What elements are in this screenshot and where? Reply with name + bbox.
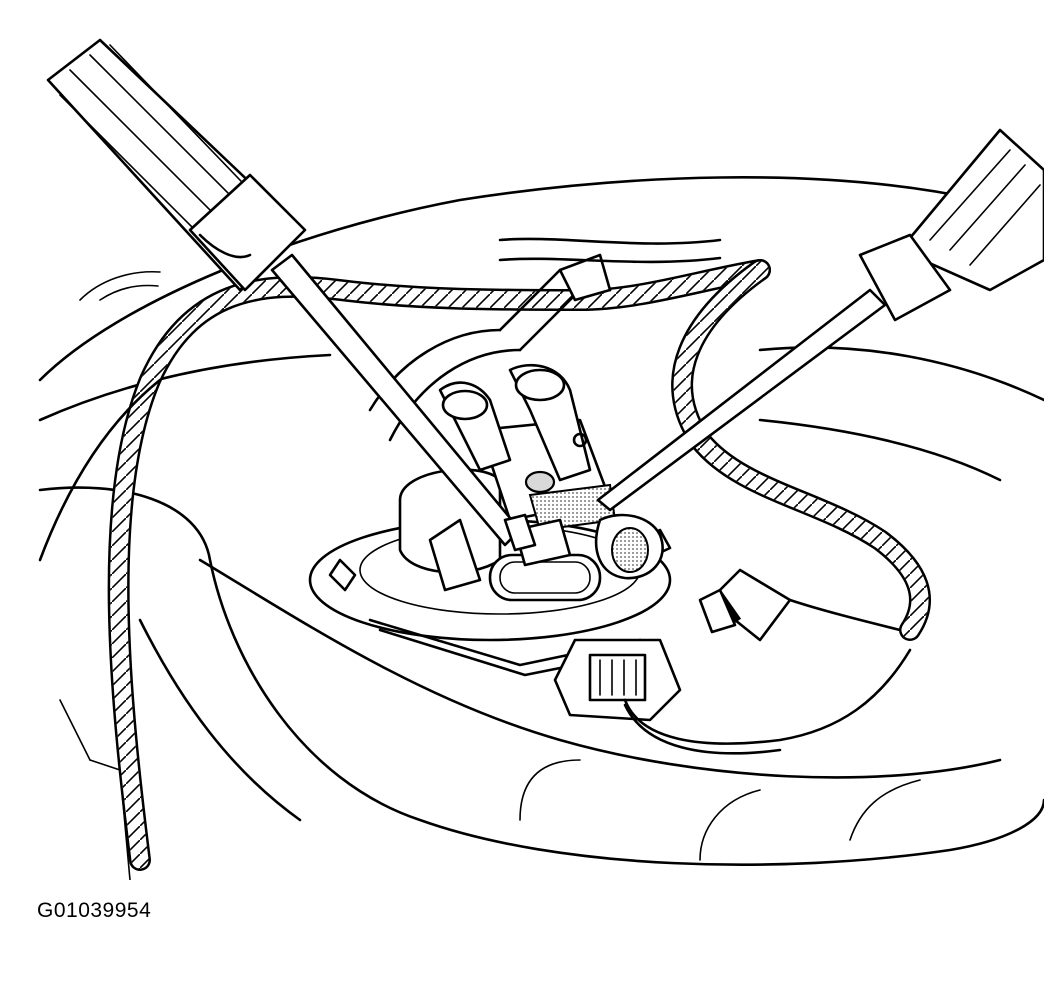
screwdriver-right: [596, 128, 1044, 512]
figure-id-label: G01039954: [37, 899, 152, 922]
screwdriver-left: [46, 38, 537, 552]
module-electrical-connector: [488, 513, 664, 602]
harness-connector-right: [698, 568, 902, 642]
fuel-pump-connector-removal-illustration: [38, 38, 1044, 880]
front-wire-connector: [553, 638, 912, 755]
fuel-line-connectors: [438, 363, 592, 482]
fuel-lines: [368, 237, 722, 442]
